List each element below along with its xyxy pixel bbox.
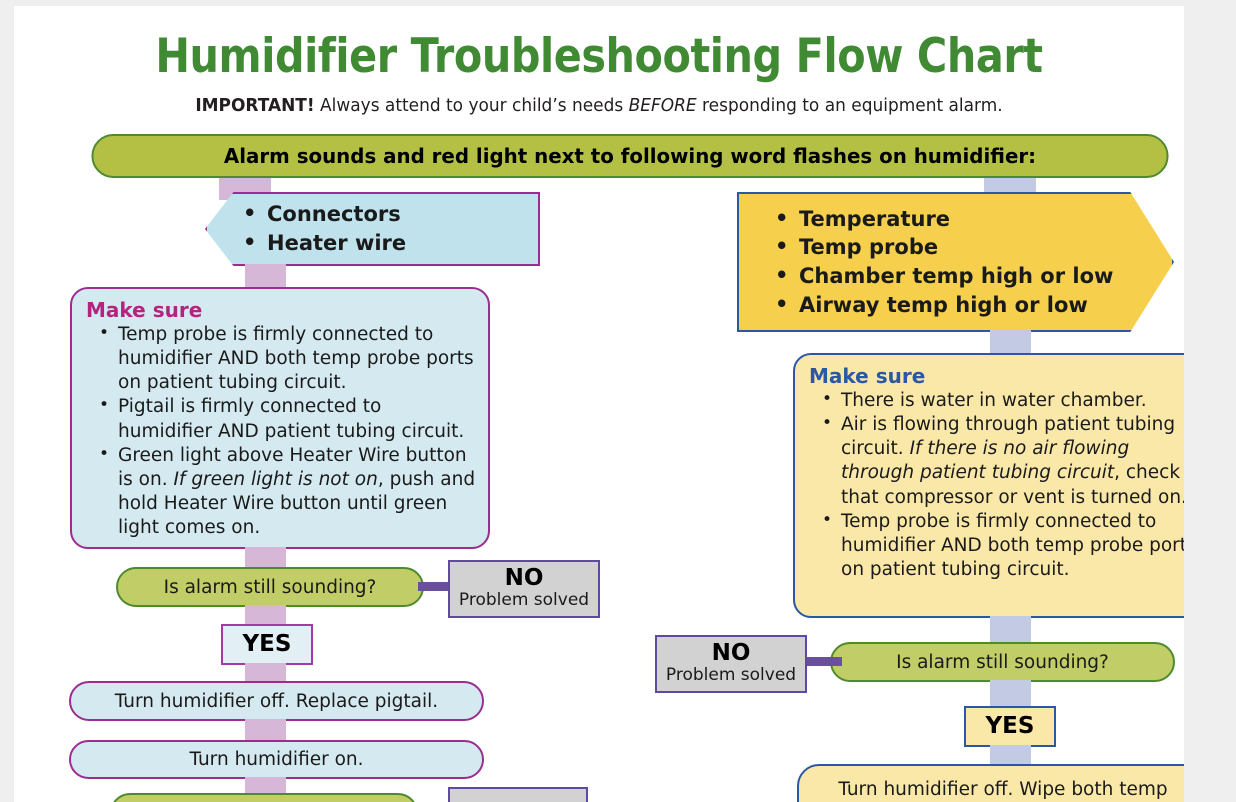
connector-right-decision-to-yes bbox=[990, 680, 1031, 707]
left-no-sublabel: Problem solved bbox=[458, 590, 590, 611]
left-no-label: NO bbox=[504, 565, 544, 592]
subtitle-emphasis: BEFORE bbox=[628, 96, 697, 116]
right-yes-label: YES bbox=[985, 713, 1035, 739]
connector-left-action2-to-decision2 bbox=[245, 777, 286, 797]
list-item: Green light above Heater Wire button is … bbox=[99, 443, 476, 541]
list-item: Heater wire bbox=[243, 228, 406, 258]
left-make-sure-heading: Make sure bbox=[86, 298, 203, 322]
left-make-sure-box: Make sure Temp probe is firmly connected… bbox=[70, 287, 490, 549]
right-make-sure-box: Make sure There is water in water chambe… bbox=[793, 353, 1184, 618]
right-decision-alarm-still-sounding[interactable]: Is alarm still sounding? bbox=[830, 642, 1175, 682]
right-make-sure-heading: Make sure bbox=[809, 364, 926, 388]
left-alarm-words-list: Connectors Heater wire bbox=[207, 199, 406, 258]
right-no-sublabel: Problem solved bbox=[665, 665, 797, 686]
left-alarm-words-arrow: Connectors Heater wire bbox=[205, 192, 540, 266]
left-yes-tag: YES bbox=[221, 624, 313, 665]
alarm-banner: Alarm sounds and red light next to follo… bbox=[91, 134, 1169, 178]
list-item: There is water in water chamber. bbox=[822, 388, 1184, 413]
left-decision-2-partial[interactable]: Is alarm still sounding? bbox=[110, 793, 418, 802]
page-subtitle: IMPORTANT! Always attend to your child’s… bbox=[32, 96, 1167, 116]
important-label: IMPORTANT! bbox=[195, 96, 315, 116]
subtitle-part1: Always attend to your child’s needs bbox=[314, 96, 629, 116]
connector-right-makesure-to-decision bbox=[990, 616, 1031, 644]
right-make-sure-list: There is water in water chamber. Air is … bbox=[809, 388, 1184, 582]
connector-left-yes-to-action1 bbox=[245, 663, 286, 685]
list-item: Chamber temp high or low bbox=[775, 261, 1113, 291]
right-action-line1: Turn humidifier off. Wipe both temp bbox=[838, 778, 1168, 800]
left-action-turn-on[interactable]: Turn humidifier on. bbox=[69, 740, 484, 779]
right-action-wipe-sensors[interactable]: Turn humidifier off. Wipe both temp prob… bbox=[797, 764, 1184, 802]
page-title: Humidifier Troubleshooting Flow Chart bbox=[155, 29, 1043, 84]
right-no-label: NO bbox=[711, 640, 751, 667]
list-item: Temperature bbox=[775, 204, 1113, 234]
left-no-tag-2-partial: NO bbox=[448, 787, 588, 802]
connector-left-action1-to-action2 bbox=[245, 719, 286, 743]
right-alarm-words-list: Temperature Temp probe Chamber temp high… bbox=[739, 204, 1113, 320]
list-item: Connectors bbox=[243, 199, 406, 229]
flowchart-canvas: Humidifier Troubleshooting Flow Chart IM… bbox=[14, 6, 1184, 802]
list-item: Temp probe is firmly connected to humidi… bbox=[99, 322, 476, 395]
list-item: Pigtail is firmly connected to humidifie… bbox=[99, 394, 476, 443]
subtitle-part2: responding to an equipment alarm. bbox=[696, 96, 1003, 116]
right-yes-tag: YES bbox=[964, 706, 1056, 747]
list-item: Temp probe bbox=[775, 232, 1113, 262]
right-no-tag: NO Problem solved bbox=[655, 635, 807, 693]
connector-right-yes-to-action bbox=[990, 745, 1031, 767]
left-action-replace-pigtail[interactable]: Turn humidifier off. Replace pigtail. bbox=[69, 681, 484, 721]
connector-right-decision-to-no bbox=[804, 657, 842, 666]
list-item: Airway temp high or low bbox=[775, 290, 1113, 320]
left-no-tag: NO Problem solved bbox=[448, 560, 600, 618]
right-alarm-words-arrow: Temperature Temp probe Chamber temp high… bbox=[737, 192, 1174, 332]
left-make-sure-list: Temp probe is firmly connected to humidi… bbox=[86, 322, 476, 541]
list-item: Temp probe is firmly connected to humidi… bbox=[822, 509, 1184, 582]
connector-left-decision-to-yes bbox=[245, 605, 286, 626]
list-item: Air is flowing through patient tubing ci… bbox=[822, 412, 1184, 510]
left-decision-alarm-still-sounding[interactable]: Is alarm still sounding? bbox=[116, 567, 424, 607]
connector-left-decision-to-no bbox=[418, 582, 456, 591]
left-yes-label: YES bbox=[242, 631, 292, 657]
